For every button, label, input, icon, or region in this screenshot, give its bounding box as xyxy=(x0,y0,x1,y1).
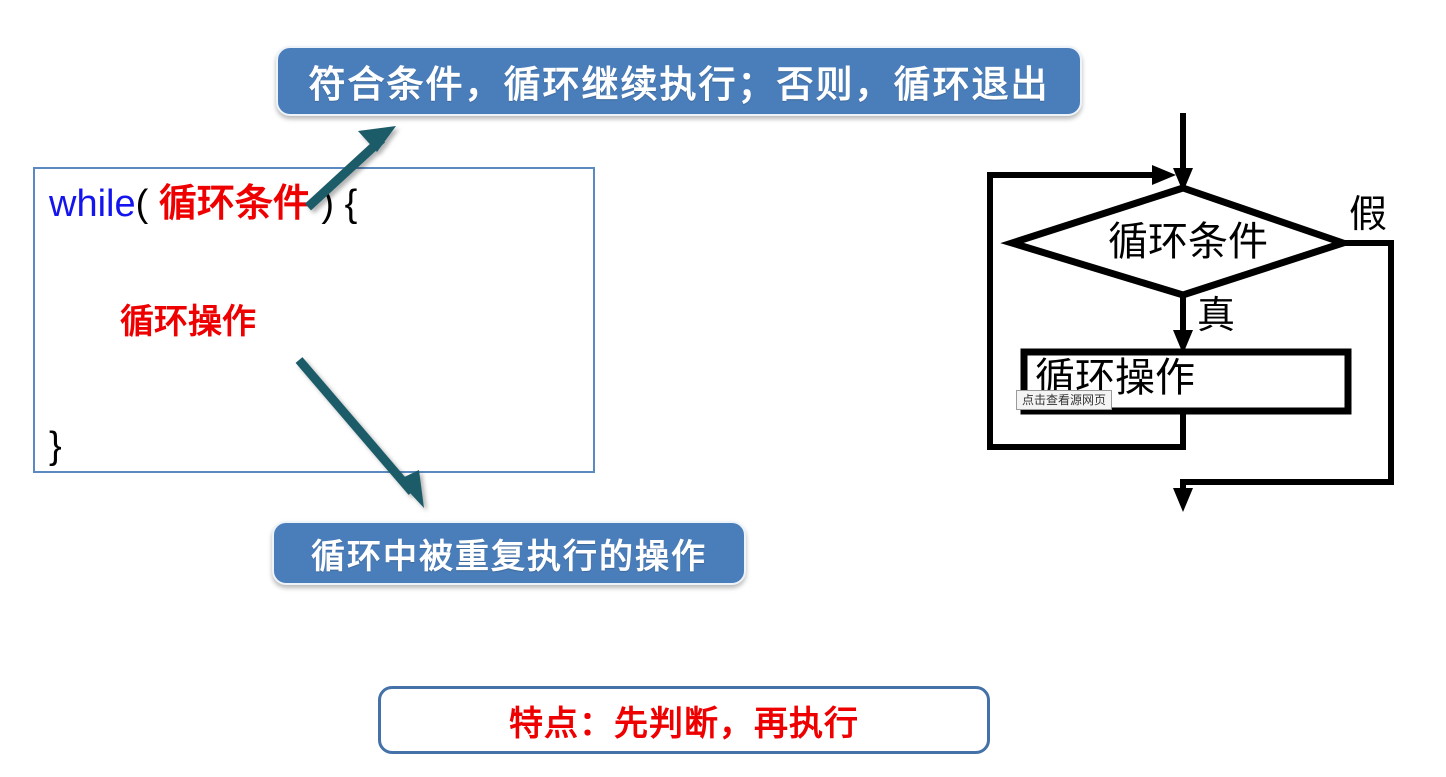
code-line-loop-body: 循环操作 xyxy=(120,305,256,339)
callout-loop-condition-note: 符合条件，循环继续执行；否则，循环退出 xyxy=(276,46,1082,116)
code-close-paren-brace: ) { xyxy=(310,183,358,225)
code-keyword-while: while xyxy=(49,183,136,225)
code-line-while-header: while( 循环条件 ) { xyxy=(49,185,357,223)
code-line-close-brace: } xyxy=(49,425,62,467)
flow-loopback-arrowhead xyxy=(1152,165,1176,185)
view-source-page-tooltip[interactable]: 点击查看源网页 xyxy=(1016,390,1113,410)
summary-text: 特点：先判断，再执行 xyxy=(509,704,859,743)
callout-loop-condition-text: 符合条件，循环继续执行；否则，循环退出 xyxy=(308,64,1050,105)
flow-true-branch-label: 真 xyxy=(1197,295,1236,337)
flow-false-branch-label: 假 xyxy=(1349,194,1388,236)
flow-decision-label: 循环条件 xyxy=(1108,220,1268,264)
code-snippet-box: while( 循环条件 ) { 循环操作 } xyxy=(33,167,595,473)
code-open-paren: ( xyxy=(135,183,159,225)
code-operation-placeholder: 循环操作 xyxy=(120,303,256,341)
flow-entry-arrowhead xyxy=(1173,168,1193,192)
summary-box: 特点：先判断，再执行 xyxy=(378,686,990,754)
flow-false-path xyxy=(1180,240,1394,500)
flow-true-arrowhead xyxy=(1173,330,1193,354)
callout-loop-body-note: 循环中被重复执行的操作 xyxy=(272,521,746,585)
code-condition-placeholder: 循环条件 xyxy=(158,183,311,225)
flow-false-arrowhead xyxy=(1173,488,1193,512)
view-source-page-tooltip-text: 点击查看源网页 xyxy=(1022,393,1107,407)
callout-loop-body-text: 循环中被重复执行的操作 xyxy=(311,537,707,576)
